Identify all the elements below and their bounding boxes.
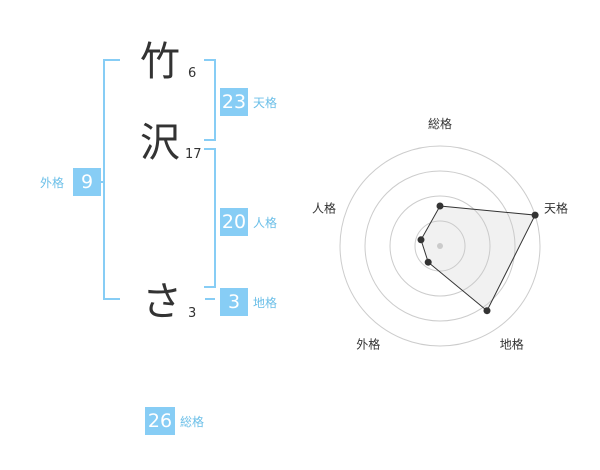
soukaku-label: 総格 <box>180 415 205 429</box>
jinkaku-label: 人格 <box>253 216 278 230</box>
radar-axis-label: 人格 <box>312 200 336 215</box>
name-char-2: 沢 <box>140 120 180 166</box>
tenkaku-value: 23 <box>220 88 248 116</box>
radar-point <box>531 211 539 219</box>
stroke-count-3: 3 <box>188 306 197 321</box>
radar-axis-label: 地格 <box>500 337 524 352</box>
jinkaku-value: 20 <box>220 208 248 236</box>
radar-point <box>483 307 491 315</box>
chikaku-connector <box>205 298 215 300</box>
radar-ring <box>414 220 466 272</box>
radar-ring <box>339 145 541 347</box>
gaikaku-value: 9 <box>73 168 101 196</box>
tenkaku-label: 天格 <box>253 96 278 110</box>
radar-area <box>420 205 536 312</box>
radar-point <box>424 258 432 266</box>
radar-axis-label: 外格 <box>356 337 380 352</box>
gaikaku-bracket <box>103 59 120 300</box>
radar-axis-label: 総格 <box>428 116 452 131</box>
radar-point <box>417 236 425 244</box>
stroke-count-1: 6 <box>188 66 197 81</box>
jinkaku-bracket <box>204 148 216 288</box>
radar-ring <box>389 195 491 297</box>
name-char-1: 竹 <box>140 39 180 85</box>
radar-axis-label: 天格 <box>544 200 568 215</box>
radar-ring <box>364 170 516 322</box>
name-char-3: さ <box>142 279 182 325</box>
tenkaku-bracket <box>204 59 216 141</box>
radar-center <box>437 243 443 249</box>
chikaku-label: 地格 <box>253 296 278 310</box>
soukaku-value: 26 <box>145 407 175 435</box>
radar-point <box>436 202 444 210</box>
chikaku-value: 3 <box>220 288 248 316</box>
gaikaku-label: 外格 <box>40 176 65 190</box>
stroke-count-2: 17 <box>185 147 202 162</box>
